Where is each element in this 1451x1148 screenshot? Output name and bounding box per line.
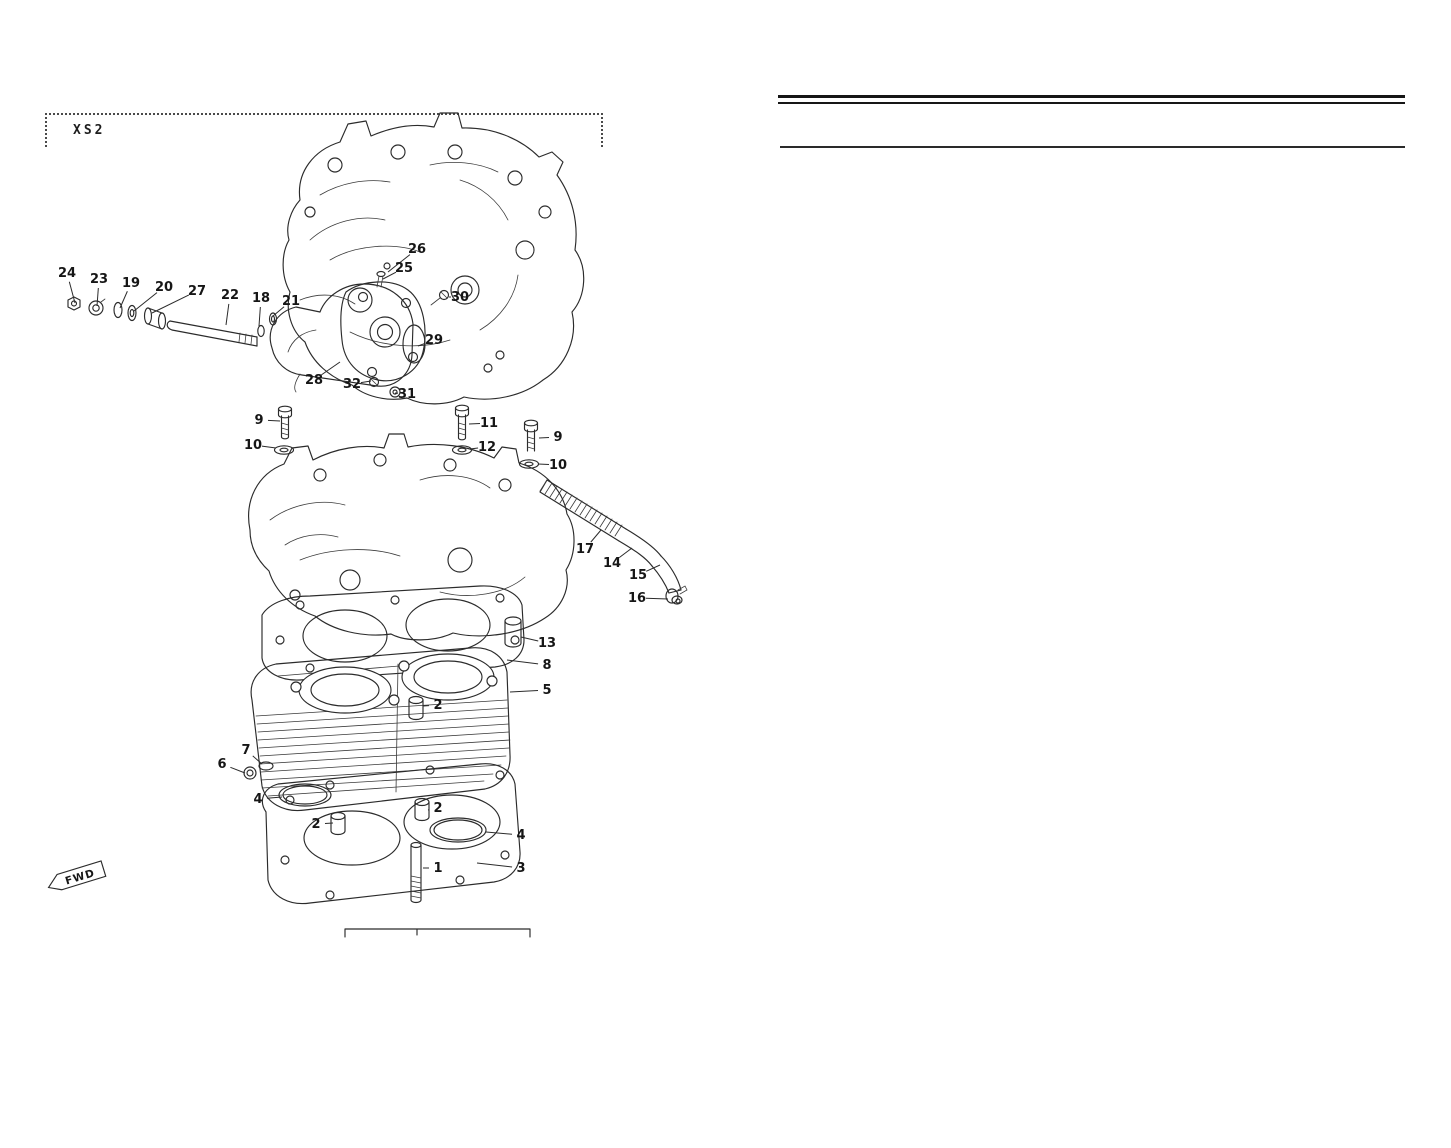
callout-3: 3 bbox=[516, 861, 525, 876]
callout-leader-13 bbox=[520, 636, 539, 642]
breather-shaft-parts bbox=[67, 296, 278, 347]
callout-1: 1 bbox=[433, 861, 442, 876]
callout-32: 32 bbox=[343, 377, 361, 392]
callout-24: 24 bbox=[58, 266, 76, 281]
callout-13: 13 bbox=[538, 636, 556, 651]
plug-and-washer-part bbox=[243, 761, 274, 780]
callout-leader-11 bbox=[468, 422, 481, 425]
callout-leader-5 bbox=[509, 689, 539, 693]
upper-crankcase-part bbox=[282, 112, 585, 405]
callout-leader-6 bbox=[230, 766, 246, 774]
callout-21: 21 bbox=[282, 294, 300, 309]
callout-2: 2 bbox=[433, 698, 442, 713]
callout-2: 2 bbox=[433, 801, 442, 816]
callout-leader-10 bbox=[261, 445, 277, 449]
callout-19: 19 bbox=[122, 276, 140, 291]
callout-leader-12 bbox=[469, 447, 479, 450]
fwd-marker: FWD bbox=[47, 860, 107, 891]
parts-table-header-rule bbox=[780, 146, 1405, 148]
callout-leader-14 bbox=[618, 547, 633, 558]
callout-9: 9 bbox=[553, 430, 562, 445]
callout-leader-32 bbox=[360, 380, 372, 384]
callout-20: 20 bbox=[155, 280, 173, 295]
callout-14: 14 bbox=[603, 556, 621, 571]
page-crop-border: XS2 bbox=[45, 113, 603, 147]
callout-leader-27 bbox=[151, 294, 190, 314]
callout-5: 5 bbox=[542, 683, 551, 698]
callout-leader-18 bbox=[258, 306, 261, 327]
callout-8: 8 bbox=[542, 658, 551, 673]
callout-leader-23 bbox=[96, 287, 99, 307]
callout-leader-15 bbox=[645, 564, 661, 572]
callout-leader-3 bbox=[476, 862, 513, 868]
callout-leader-26 bbox=[387, 254, 411, 273]
bottom-crop-mark bbox=[344, 928, 531, 938]
callout-10: 10 bbox=[244, 438, 262, 453]
callout-leader-16 bbox=[645, 597, 669, 600]
callout-18: 18 bbox=[252, 291, 270, 306]
callout-30: 30 bbox=[451, 290, 469, 305]
callout-27: 27 bbox=[188, 284, 206, 299]
dowel-13-part bbox=[504, 616, 522, 648]
callout-9: 9 bbox=[254, 413, 263, 428]
callout-6: 6 bbox=[217, 757, 226, 772]
callout-leader-29 bbox=[417, 342, 426, 347]
callout-leader-22 bbox=[225, 303, 230, 326]
model-label: XS2 bbox=[73, 123, 106, 138]
callout-leader-8 bbox=[506, 659, 539, 665]
callout-4: 4 bbox=[516, 828, 525, 843]
o-rings-part bbox=[278, 783, 487, 843]
callout-26: 26 bbox=[408, 242, 426, 257]
callout-leader-4 bbox=[266, 796, 283, 799]
callout-leader-7 bbox=[252, 755, 263, 765]
callout-leader-28 bbox=[321, 361, 341, 376]
callout-29: 29 bbox=[425, 333, 443, 348]
callout-31: 31 bbox=[398, 387, 416, 402]
callout-leader-17 bbox=[590, 529, 602, 543]
parts-table-top-rule-1 bbox=[778, 95, 1405, 98]
callout-23: 23 bbox=[90, 272, 108, 287]
callout-22: 22 bbox=[221, 288, 239, 303]
callout-leader-9 bbox=[538, 436, 550, 439]
cylinder-block-part bbox=[250, 647, 511, 812]
cylinder-head-part bbox=[248, 433, 575, 641]
head-bolts-part bbox=[273, 404, 540, 469]
dowel-pins-part bbox=[330, 695, 430, 836]
callout-leader-10 bbox=[537, 463, 550, 466]
callout-leader-20 bbox=[133, 292, 158, 312]
callout-17: 17 bbox=[576, 542, 594, 557]
callout-25: 25 bbox=[395, 261, 413, 276]
base-gasket-part bbox=[261, 763, 521, 905]
breather-cover-part bbox=[269, 262, 450, 398]
parts-table-top-rule-2 bbox=[778, 102, 1405, 104]
callout-16: 16 bbox=[628, 591, 646, 606]
callout-leader-24 bbox=[68, 281, 76, 304]
fwd-flag-icon bbox=[47, 860, 107, 891]
callout-leader-21 bbox=[272, 306, 285, 317]
callout-4: 4 bbox=[253, 792, 262, 807]
callout-leader-25 bbox=[382, 271, 397, 280]
callout-7: 7 bbox=[241, 743, 250, 758]
callout-leader-4 bbox=[485, 831, 513, 835]
callout-12: 12 bbox=[478, 440, 496, 455]
callout-28: 28 bbox=[305, 373, 323, 388]
callout-leader-19 bbox=[119, 291, 128, 309]
callout-2: 2 bbox=[311, 817, 320, 832]
callout-15: 15 bbox=[629, 568, 647, 583]
cylinder-stud-part bbox=[410, 841, 422, 904]
callout-11: 11 bbox=[480, 416, 498, 431]
callout-10: 10 bbox=[549, 458, 567, 473]
callout-leader-9 bbox=[267, 419, 281, 422]
